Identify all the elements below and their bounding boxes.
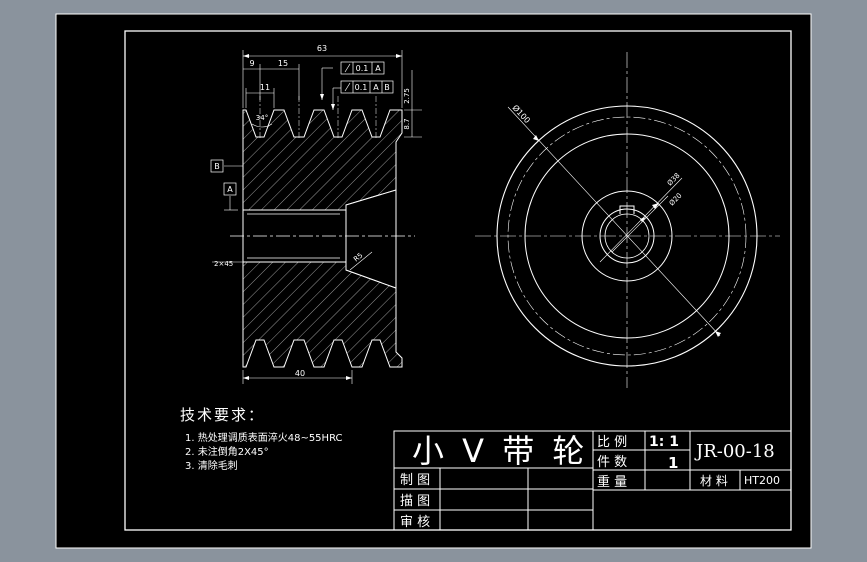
technical-notes: 技术要求： 1. 热处理调质表面淬火48~55HRC 2. 未注倒角2X45° …: [180, 406, 343, 472]
tol2-datum-a: A: [373, 83, 379, 92]
part-name: 小 V 带 轮: [412, 432, 588, 470]
qty-value: 1: [668, 454, 678, 472]
scale-label: 比 例: [597, 435, 627, 450]
arrow-63-left: [243, 54, 249, 58]
fillet-leader: [349, 251, 373, 271]
tol2-value: 0.1: [355, 83, 368, 92]
arrow-dia-bore: [640, 217, 646, 222]
datum-b-box: [210, 159, 224, 173]
front-view: [475, 52, 780, 388]
tolerance-frame-1: [340, 61, 385, 75]
dim-8-7: 8.7: [403, 118, 411, 129]
dim-chamfer: 2×45: [214, 260, 233, 268]
qty-label: 件 数: [597, 455, 627, 470]
note-item-3: 3. 清除毛刺: [185, 459, 238, 472]
dim-15: 15: [278, 59, 288, 68]
arrow-tol1: [320, 94, 324, 100]
section-dimensions: [212, 50, 422, 384]
tol1-datum: A: [375, 64, 381, 73]
drawing-sheet: [56, 14, 811, 548]
leader-dia-bore: [611, 195, 669, 253]
dim-9: 9: [249, 59, 254, 68]
weight-label: 重 量: [597, 474, 627, 490]
dim-40: 40: [295, 369, 305, 378]
arrow-63-right: [396, 54, 402, 58]
scale-value: 1: 1: [649, 434, 679, 450]
tolerance-frame-2: [340, 80, 394, 94]
drawn-label: 制 图: [400, 473, 430, 488]
datum-a-box: [223, 182, 237, 196]
dim-2-75: 2.75: [403, 88, 411, 104]
angle-arc: [251, 123, 273, 128]
section-view: [230, 96, 415, 368]
dimension-arrows: [243, 54, 402, 380]
material-label: 材 料: [700, 474, 728, 488]
tol2-datum-b: B: [384, 83, 390, 92]
arrow-dia-hub: [652, 203, 659, 209]
leader-dia-outer: [507, 106, 721, 337]
lower-rim-section: [242, 261, 403, 368]
arrow-dia-outer-1: [533, 135, 539, 141]
datum-a-label: A: [227, 185, 233, 194]
drawing-number: JR-00-18: [694, 441, 775, 462]
material-value: HT200: [744, 474, 780, 487]
dim-63: 63: [317, 44, 327, 53]
dim-11: 11: [260, 83, 270, 92]
outer-frame: [55, 13, 812, 549]
datum-b-label: B: [214, 162, 220, 171]
title-block: [393, 430, 792, 531]
arrow-dia-outer-2: [715, 331, 721, 337]
dim-angle: 34°: [256, 114, 268, 122]
front-view-arrows: [533, 135, 721, 337]
arrow-40-right: [346, 376, 352, 380]
tol1-value: 0.1: [356, 64, 369, 73]
traced-label: 描 图: [400, 494, 430, 509]
note-item-2: 2. 未注倒角2X45°: [185, 445, 269, 458]
note-item-1: 1. 热处理调质表面淬火48~55HRC: [185, 431, 343, 444]
checked-label: 审 核: [400, 515, 430, 530]
arrow-tol2: [331, 104, 335, 110]
arrow-40-left: [243, 376, 249, 380]
notes-title: 技术要求：: [180, 406, 265, 424]
